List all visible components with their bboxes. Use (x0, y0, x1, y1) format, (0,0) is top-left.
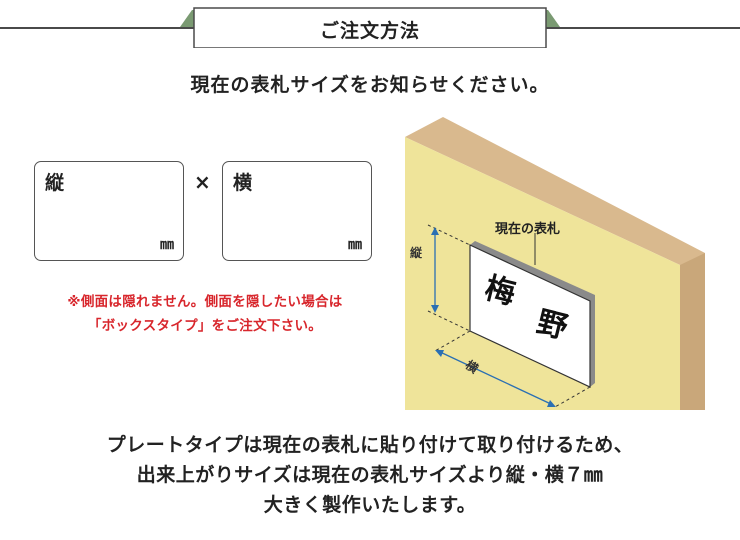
page-title: ご注文方法 (319, 20, 420, 42)
height-input-box[interactable]: 縦 ㎜ (34, 161, 184, 261)
width-input-box[interactable]: 横 ㎜ (222, 161, 372, 261)
note-line-2: 「ボックスタイプ」をご注文下さい。 (87, 318, 323, 334)
plate-illustration (405, 117, 705, 410)
footer-line-3: 大きく製作いたします。 (263, 494, 477, 516)
times-symbol: × (194, 170, 211, 194)
note-line-1: ※側面は隠れません。側面を隠したい場合は (67, 294, 343, 310)
wall-side-edge (680, 253, 705, 410)
footer-line-1: プレートタイプは現在の表札に貼り付けて取り付けるため、 (106, 434, 634, 456)
height-label: 縦 (45, 172, 65, 194)
width-unit: ㎜ (348, 237, 362, 253)
wall-top-edge (405, 117, 705, 410)
height-unit: ㎜ (160, 237, 174, 253)
width-label: 横 (233, 172, 253, 194)
height-dimension-label: 縦 (410, 246, 423, 260)
footer-line-2: 出来上がりサイズは現在の表札サイズより縦・横７㎜ (136, 464, 604, 486)
instruction-text: 現在の表札サイズをお知らせください。 (190, 74, 550, 96)
header-tab: ご注文方法 (180, 4, 560, 48)
plate-callout-label: 現在の表札 (495, 222, 561, 237)
